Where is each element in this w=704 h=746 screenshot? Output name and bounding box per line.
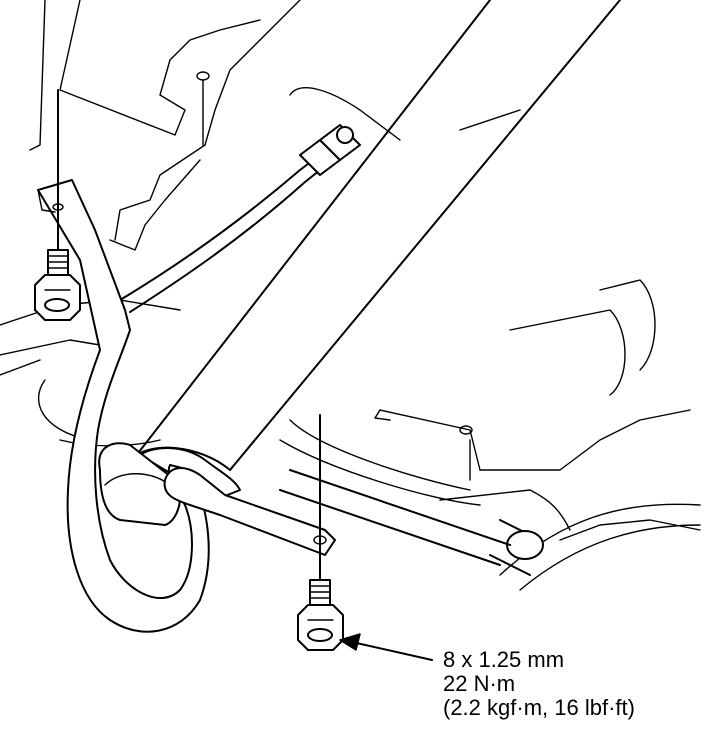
vehicle-body-outline: [0, 0, 701, 591]
stabilizer-bar: [279, 469, 544, 576]
mount-holes: [196, 71, 473, 435]
bolt-upper-icon: [34, 89, 81, 321]
torque-alt-label: (2.2 kgf·m, 16 lbf·ft): [443, 695, 635, 720]
main-tube: [124, 0, 621, 501]
cable: [119, 124, 361, 313]
torque-spec: 8 x 1.25 mm 22 N·m (2.2 kgf·m, 16 lbf·ft…: [443, 648, 635, 720]
torque-nm-label: 22 N·m: [443, 671, 516, 696]
bolt-size-label: 8 x 1.25 mm: [443, 647, 565, 672]
callout-arrow: [339, 633, 433, 661]
bracket-left: [37, 179, 210, 633]
